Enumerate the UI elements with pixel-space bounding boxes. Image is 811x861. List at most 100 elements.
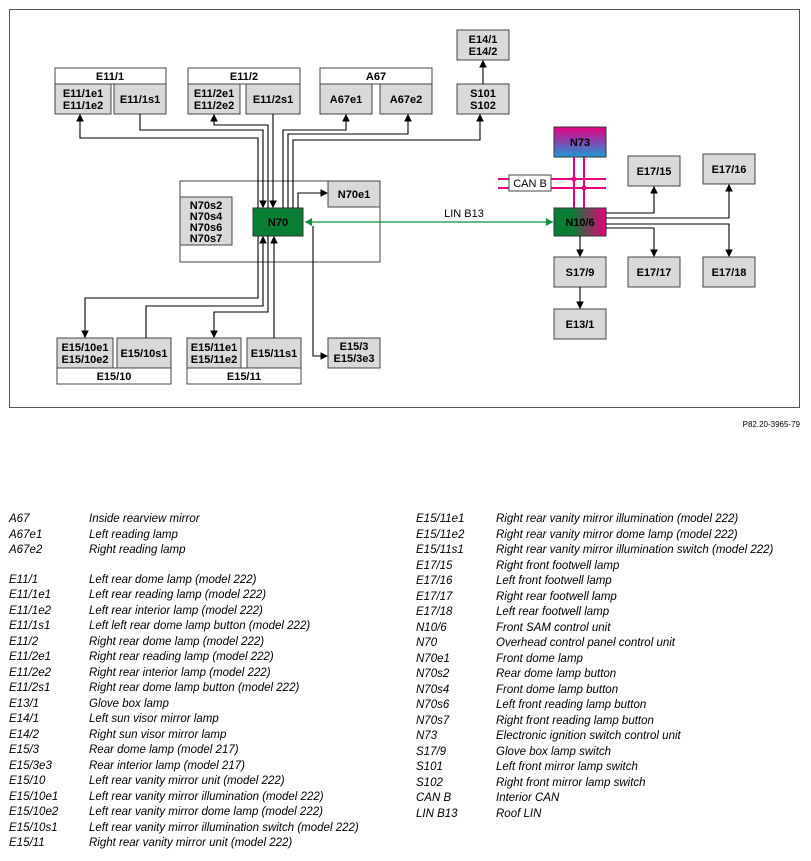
legend-code: A67e2 — [9, 544, 43, 556]
legend-description: Glove box lamp switch — [496, 745, 612, 758]
legend-code: A67 — [9, 513, 30, 525]
legend-code: N70s4 — [416, 683, 450, 696]
box-s17-9: S17/9 — [553, 256, 607, 288]
legend-description: Left rear reading lamp (model 222) — [89, 589, 267, 601]
label-a67e1: A67e1 — [330, 94, 362, 106]
box-a67e2 — [379, 83, 433, 115]
legend-description: Left reading lamp — [89, 528, 178, 541]
legend-item: S17/9 Glove box lamp switch — [416, 745, 801, 761]
legend-code: E17/16 — [416, 575, 453, 587]
box-n73: N73 — [553, 126, 607, 158]
legend-item: E15/10e1 Left rear vanity mirror illumina… — [9, 790, 404, 806]
legend-description: Front dome lamp button — [496, 683, 619, 696]
legend-item: N70s7 Right front reading lamp button — [416, 714, 801, 730]
group-e11-2: E11/2 E11/2e1 E11/2e2 E11/2s1 — [187, 67, 301, 115]
label-s17-9: S17/9 — [566, 267, 595, 279]
legend-code: E15/10e2 — [9, 806, 59, 818]
label-n70s2: N70s2 — [190, 200, 222, 212]
legend-code: E11/1e2 — [9, 604, 51, 617]
wiring-lines — [76, 59, 733, 360]
legend-code: E15/10e1 — [9, 790, 59, 803]
legend-code: N70e1 — [416, 652, 450, 665]
box-a67e1 — [319, 83, 373, 115]
legend-description: Rear dome lamp (model 217) — [89, 744, 239, 756]
group-e11-1: E11/1 E11/1e1 E11/1e2 E11/1s1 — [54, 67, 167, 115]
legend-code: E11/1s1 — [9, 620, 51, 632]
legend-code: LIN B13 — [416, 807, 458, 820]
box-n70: N70 — [252, 207, 304, 237]
label-n70s6: N70s6 — [190, 222, 222, 234]
legend-description: Inside rearview mirror — [89, 513, 200, 525]
legend-description: Right front footwell lamp — [496, 559, 620, 572]
legend-code: N73 — [416, 730, 438, 742]
legend-description: Left front footwell lamp — [496, 575, 612, 587]
label-e15-3e3: E15/3e3 — [334, 353, 375, 365]
group-e11-2-label: E11/2 — [230, 71, 258, 83]
legend-description: Right rear footwell lamp — [496, 590, 617, 603]
legend-code: E15/3 — [9, 744, 40, 756]
legend-description: Rear dome lamp button — [496, 668, 617, 680]
legend-code: E11/2s1 — [9, 682, 51, 694]
legend-code: N70s2 — [416, 668, 450, 680]
legend-item: N70s2 Rear dome lamp button — [416, 667, 801, 683]
legend-description: Left rear vanity mirror illumination (mo… — [89, 790, 324, 803]
box-n10-6: N10/6 — [553, 207, 607, 237]
legend-description: Front SAM control unit — [496, 621, 611, 634]
legend-description: Interior CAN — [496, 792, 560, 804]
label-e17-18: E17/18 — [712, 267, 747, 279]
group-a67-label: A67 — [366, 71, 386, 83]
legend-description: Glove box lamp — [89, 697, 169, 710]
label-e15-10e2: E15/10e2 — [61, 354, 108, 366]
label-lin-b13: LIN B13 — [444, 208, 484, 220]
legend-description: Overhead control panel control unit — [496, 637, 675, 649]
legend-code: E15/10s1 — [9, 821, 58, 834]
legend-description: Left rear vanity mirror unit (model 222) — [89, 775, 285, 787]
legend-description: Left rear interior lamp (model 222) — [89, 604, 263, 617]
legend-code: S17/9 — [416, 745, 447, 758]
box-e13-1: E13/1 — [553, 308, 607, 340]
label-n70e1: N70e1 — [338, 189, 370, 201]
legend-code: N70s7 — [416, 714, 450, 727]
legend-description: Left front reading lamp button — [496, 699, 647, 711]
legend-code: E15/11e1 — [416, 513, 465, 525]
label-e11-2s1: E11/2s1 — [253, 94, 293, 106]
box-e17-16: E17/16 — [702, 153, 756, 185]
legend-description: Right front reading lamp button — [496, 714, 654, 727]
box-e17-15: E17/15 — [627, 155, 681, 187]
legend-item: A67e2 Right reading lamp — [9, 543, 404, 559]
label-a67e2: A67e2 — [390, 94, 422, 106]
label-e11-1e2: E11/1e2 — [63, 100, 103, 112]
legend-item: E15/10e2 Left rear vanity mirror dome lam… — [9, 805, 404, 821]
legend-item: E11/1e2 Left rear interior lamp (model 22… — [9, 604, 404, 620]
legend-description: Right front mirror lamp switch — [496, 776, 646, 789]
legend-description: Left sun visor mirror lamp — [89, 713, 219, 725]
legend-item: E11/2s1 Right rear dome lamp button (mode… — [9, 681, 404, 697]
legend-description: Right rear interior lamp (model 222) — [89, 666, 271, 679]
label-s102: S102 — [470, 100, 496, 112]
legend-description: Right reading lamp — [89, 544, 186, 556]
legend-description: Left rear vanity mirror dome lamp (model… — [89, 806, 323, 818]
legend-description: Right rear dome lamp button (model 222) — [89, 682, 300, 694]
legend-description: Left rear footwell lamp — [496, 606, 610, 618]
legend-description: Right rear vanity mirror unit (model 222… — [89, 837, 293, 849]
